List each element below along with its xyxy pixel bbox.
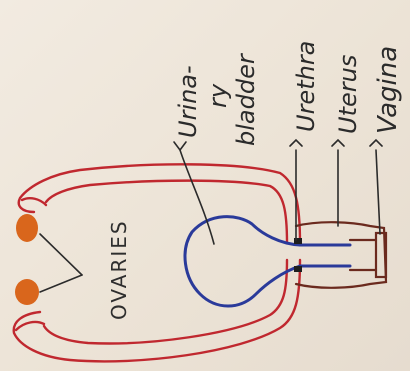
label-ovaries: OVARIES bbox=[107, 219, 131, 320]
label-vagina: Vagina bbox=[373, 46, 403, 134]
upper-fimbria bbox=[22, 198, 46, 205]
uterus-outline bbox=[296, 222, 386, 288]
uterus-arrowhead bbox=[332, 140, 344, 146]
upper-oviduct-inner bbox=[46, 181, 287, 243]
lower-oviduct-outer bbox=[14, 260, 300, 361]
vagina-arrowhead bbox=[370, 140, 382, 146]
junction-mark-bottom bbox=[294, 266, 302, 272]
pointer-lines bbox=[40, 140, 382, 292]
label-urinary-bladder-line1: Urina- bbox=[174, 65, 202, 138]
oviducts bbox=[14, 164, 300, 361]
bladder-outline bbox=[185, 217, 300, 306]
vagina-pointer bbox=[376, 150, 380, 234]
lower-fimbria bbox=[16, 322, 44, 330]
upper-oviduct-outer bbox=[19, 164, 300, 243]
ovaries-pointer-lower bbox=[40, 275, 82, 292]
label-uterus: Uterus bbox=[334, 55, 362, 134]
upper-ovary bbox=[16, 214, 38, 242]
lower-ovary bbox=[15, 279, 39, 305]
ovaries-pointer-upper bbox=[40, 234, 82, 275]
ovaries bbox=[15, 214, 39, 305]
bladder-arrowhead bbox=[174, 142, 186, 150]
vaginal-canal bbox=[350, 240, 376, 270]
label-urethra: Urethra bbox=[292, 41, 320, 132]
urethra-arrowhead bbox=[290, 140, 302, 146]
label-urinary-bladder-line3: bladder bbox=[232, 52, 260, 146]
junction-marks bbox=[294, 238, 302, 272]
uterus-vagina bbox=[296, 222, 386, 288]
label-urinary-bladder-line2: ry bbox=[204, 83, 232, 108]
